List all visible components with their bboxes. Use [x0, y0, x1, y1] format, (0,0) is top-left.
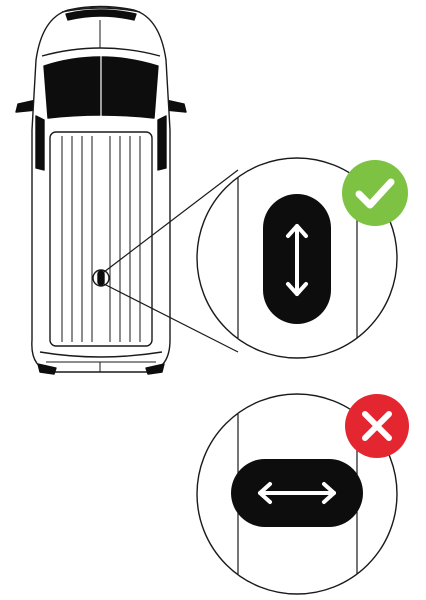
- rear-light-right: [145, 363, 165, 375]
- roof-panel: [49, 131, 153, 347]
- rear-light-left: [37, 363, 57, 375]
- vertical-arrow-icon: [286, 224, 308, 296]
- roof-ribs: [61, 136, 141, 342]
- mount-spot-antenna: [97, 270, 105, 286]
- correct-badge: [342, 160, 408, 226]
- left-side-window: [35, 115, 45, 171]
- incorrect-badge: [345, 394, 409, 458]
- right-side-window: [157, 115, 167, 171]
- check-icon: [355, 178, 395, 209]
- van-top-view: [15, 5, 187, 375]
- front-grille: [65, 9, 137, 21]
- correct-zoom-view: [196, 157, 408, 359]
- callout-lines: [103, 169, 239, 353]
- horizontal-arrow-icon: [258, 482, 336, 504]
- cross-icon: [362, 411, 392, 441]
- incorrect-zoom-view: [196, 393, 409, 595]
